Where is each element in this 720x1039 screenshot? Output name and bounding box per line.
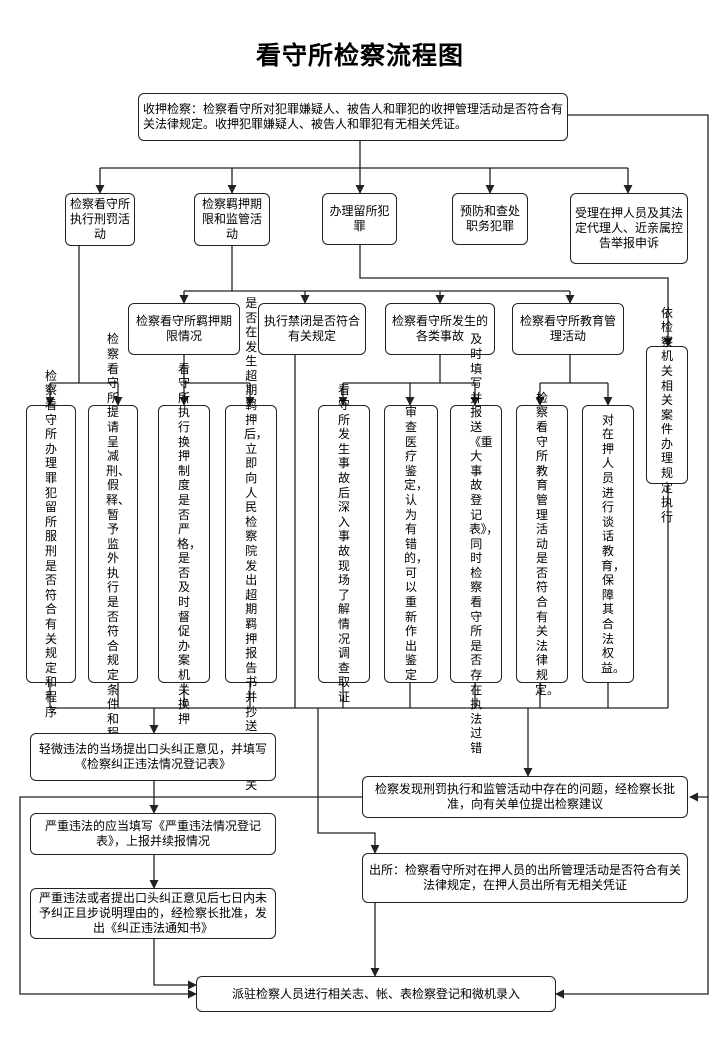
detail-text-8: 检察看守所教育管理活动是否符合有关法律规定。 [535,390,560,697]
serious-violation-box: 严重违法的应当填写《严重违法情况登记表》，上报并续报情况 [30,813,276,855]
detention-term-box: 检察看守所羁押期限情况 [128,303,240,355]
detail-text-9: 对在押人员进行谈话教育，保障其合法权益。 [601,412,626,675]
in-custody-crime-box: 办理留所犯罪 [322,193,397,245]
procuratorial-suggestion-box: 检察发现刑罚执行和监管活动中存在的问题，经检察长批准，向有关单位提出检察建议 [362,776,688,818]
detail-box-4: 是否在发生超期羁押后，立即向人民检察院发出超期羁押报告书并抄送办案机关 [225,296,277,792]
accident-text: 检察看守所发生的各类事故 [391,314,488,343]
release-check-box: 出所：检察看守所对在押人员的出所管理活动是否符合有关法律规定，在押人员出所有无相… [362,853,688,903]
detail-box-1: 检察看守所办理罪犯留所服刑是否符合有关规定和程序 [26,369,76,719]
record-entry-text: 派驻检察人员进行相关志、帐、表检察登记和微机录入 [231,986,520,1001]
detail-box-9: 对在押人员进行谈话教育，保障其合法权益。 [582,405,634,683]
penalty-execution-text: 检察看守所执行刑罚活动 [70,197,131,241]
in-custody-crime-text: 办理留所犯罪 [329,204,390,233]
detail-text-5: 看守所发生事故后深入事故现场了解情况调查取证 [337,383,350,704]
accident-box: 检察看守所发生的各类事故 [385,303,495,355]
page-title: 看守所检察流程图 [255,41,464,70]
case-regulation-text: 依检察机关相关案件办理规定执行 [660,305,673,524]
correction-notice-text: 严重违法或者提出口头纠正意见后七日内未予纠正且步说明理由的，经检察长批准，发出《… [38,891,267,935]
correction-notice-box: 严重违法或者提出口头纠正意见后七日内未予纠正且步说明理由的，经检察长批准，发出《… [30,888,276,939]
detail-box-2: 检察看守所提请呈减刑、假释、暂予监外执行是否符合规定条件和程序 [88,332,138,755]
minor-violation-box: 轻微违法的当场提出口头纠正意见，并填写《检察纠正违法情况登记表》 [30,733,276,781]
detail-box-3: 看守所执行换押制度是否严格，是否及时督促办案机关换押 [158,362,210,726]
penalty-execution-box: 检察看守所执行刑罚活动 [65,193,135,246]
detail-text-4: 是否在发生超期羁押后，立即向人民检察院发出超期羁押报告书并抄送办案机关 [244,295,268,792]
education-box: 检察看守所教育管理活动 [512,303,624,355]
prevent-duty-crime-text: 预防和查处职务犯罪 [459,204,520,233]
intake-check-text: 收押检察：检察看守所对犯罪嫌疑人、被告人和罪犯的收押管理活动是否符合有关法律规定… [143,102,564,131]
custody-supervision-box: 检察羁押期限和监管活动 [194,193,270,246]
record-entry-box: 派驻检察人员进行相关志、帐、表检察登记和微机录入 [196,976,556,1012]
education-text: 检察看守所教育管理活动 [519,314,616,343]
complaint-text: 受理在押人员及其法定代理人、近亲属控告举报申诉 [575,206,684,250]
procuratorial-suggestion-text: 检察发现刑罚执行和监管活动中存在的问题，经检察长批准，向有关单位提出检察建议 [374,782,675,811]
detail-text-7: 及时填写并报送《重大事故登记表》，同时检察看守所是否存在执法过错 [469,332,498,756]
detail-text-3: 看守所执行换押制度是否严格，是否及时督促办案机关换押 [177,361,202,726]
intake-check-box: 收押检察：检察看守所对犯罪嫌疑人、被告人和罪犯的收押管理活动是否符合有关法律规定… [138,93,568,141]
detail-text-1: 检察看守所办理罪犯留所服刑是否符合有关规定和程序 [44,368,57,719]
detail-text-2: 检察看守所提请呈减刑、假释、暂予监外执行是否符合规定条件和程序 [106,332,131,755]
complaint-box: 受理在押人员及其法定代理人、近亲属控告举报申诉 [570,193,688,264]
detail-box-7: 及时填写并报送《重大事故登记表》，同时检察看守所是否存在执法过错 [450,332,502,755]
detail-box-5: 看守所发生事故后深入事故现场了解情况调查取证 [318,383,370,704]
confinement-text: 执行禁闭是否符合有关规定 [263,314,360,343]
confinement-box: 执行禁闭是否符合有关规定 [258,303,366,355]
release-check-text: 出所：检察看守所对在押人员的出所管理活动是否符合有关法律规定，在押人员出所有无相… [368,863,681,892]
custody-supervision-text: 检察羁押期限和监管活动 [201,197,262,241]
detail-box-6: 审查医疗鉴定，认为有错的，可以重新作出鉴定 [384,405,438,683]
prevent-duty-crime-box: 预防和查处职务犯罪 [452,193,528,245]
detail-text-6: 审查医疗鉴定，认为有错的，可以重新作出鉴定 [404,405,429,683]
detail-box-8: 检察看守所教育管理活动是否符合有关法律规定。 [516,391,568,697]
serious-violation-text: 严重违法的应当填写《严重违法情况登记表》，上报并续报情况 [44,819,261,848]
minor-violation-text: 轻微违法的当场提出口头纠正意见，并填写《检察纠正违法情况登记表》 [38,742,267,771]
detention-term-text: 检察看守所羁押期限情况 [135,314,232,343]
case-regulation-box: 依检察机关相关案件办理规定执行 [646,306,688,524]
